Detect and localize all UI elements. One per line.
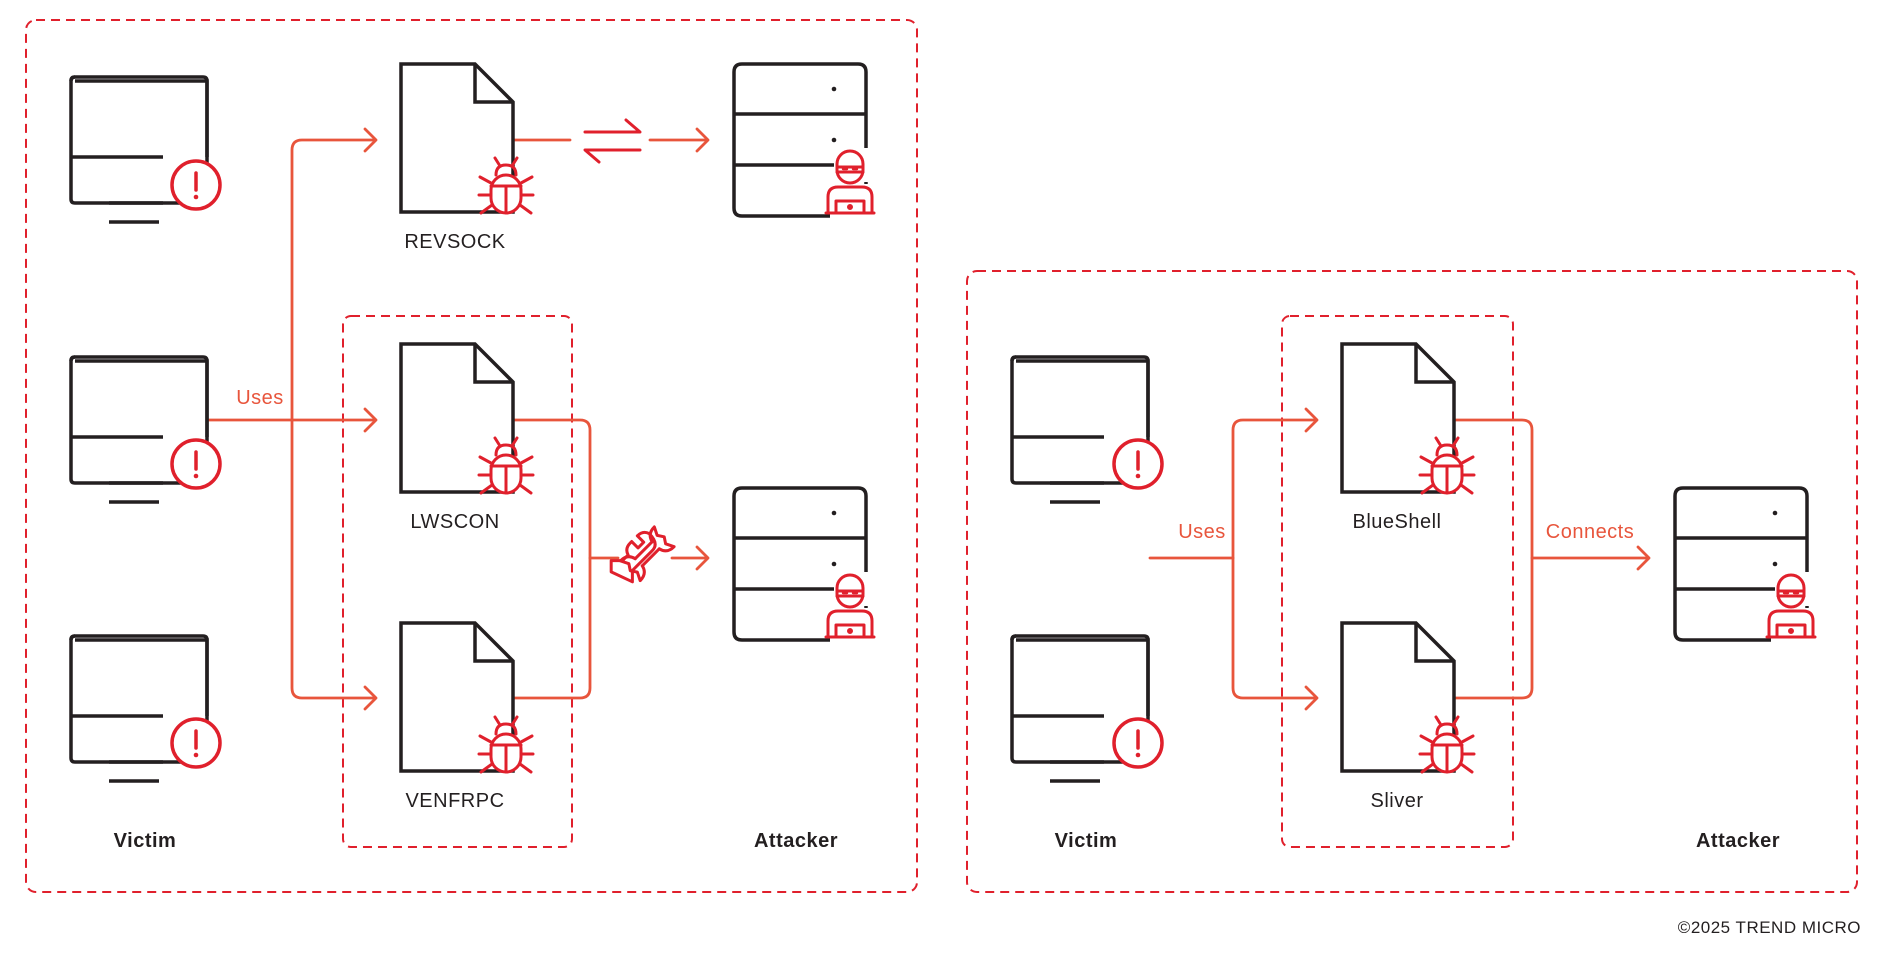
copyright: ©2025 TREND MICRO [1677,918,1861,937]
uses-label-left: Uses [236,387,284,409]
attacker-label-left: Attacker [753,830,839,852]
alert-icon [170,159,222,211]
file-label-revsock: REVSOCK [404,231,506,253]
left-inner-frame [342,315,573,848]
left-connectors [205,138,708,700]
right-inner-frame [1281,315,1514,848]
alert-icon [170,717,222,769]
right-connectors [1148,418,1649,700]
file-label-lwscon: LWSCON [410,511,500,533]
victim-label-right: Victim [1054,830,1118,852]
file-label-sliver: Sliver [1370,790,1424,812]
file-label-venfrpc: VENFRPC [405,790,505,812]
right-panel-frame [966,270,1858,893]
exchange-arrows-icon [583,118,642,164]
left-panel-frame [25,19,918,893]
alert-icon [1112,717,1164,769]
wrench-shape [618,525,676,583]
connects-label: Connects [1545,521,1635,543]
alert-icon [1112,438,1164,490]
file-label-blueshell: BlueShell [1352,511,1442,533]
uses-label-right: Uses [1178,521,1226,543]
victim-label-left: Victim [113,830,177,852]
alert-icon [170,438,222,490]
attacker-label-right: Attacker [1695,830,1781,852]
